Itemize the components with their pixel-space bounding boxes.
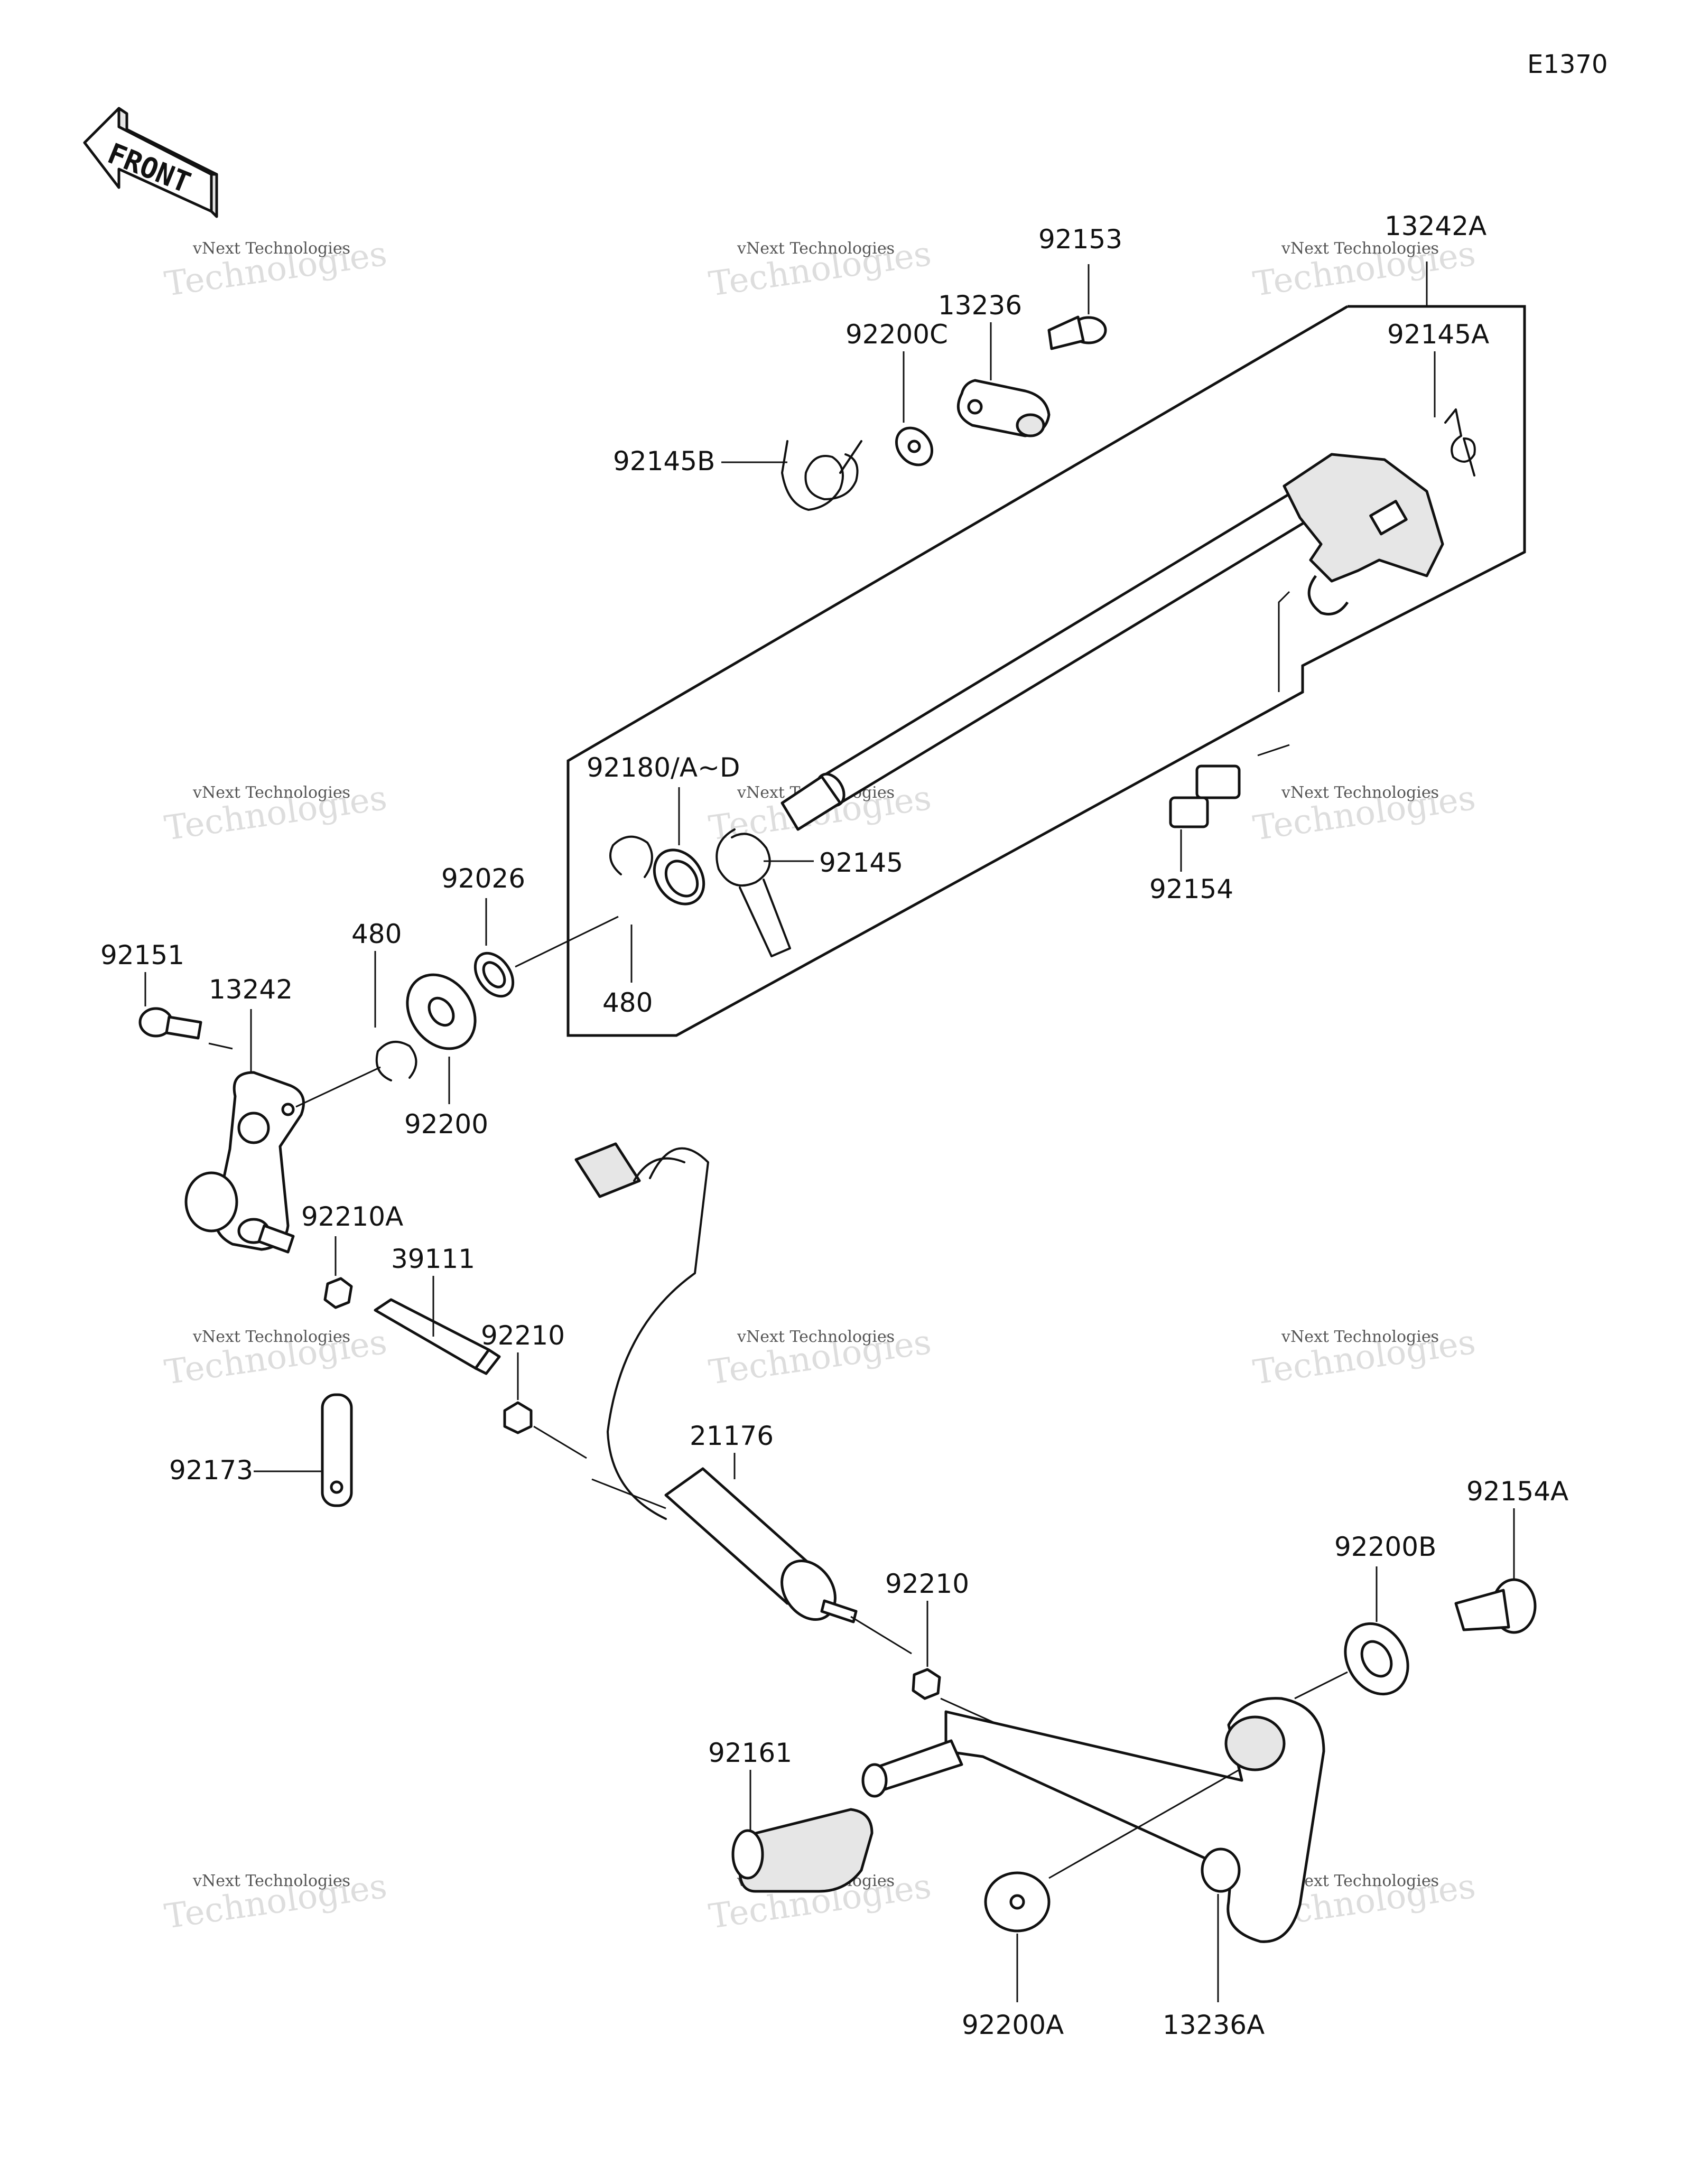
part-label: 92210	[885, 1569, 969, 1599]
part-label: 92145A	[1387, 319, 1489, 350]
rod-39111	[374, 1298, 501, 1375]
part-label: 92154	[1149, 874, 1233, 904]
part-label: 92180/A~D	[587, 752, 740, 783]
part-label: 92153	[1038, 224, 1122, 255]
part-label: 92161	[708, 1738, 792, 1768]
circlip-480-a	[609, 835, 653, 878]
part-label: 92200A	[962, 2010, 1064, 2040]
washer-92026	[473, 951, 515, 998]
part-label: 92173	[169, 1455, 253, 1486]
shift-sensor-21176	[574, 1142, 858, 1623]
diagram-code: E1370	[1527, 50, 1608, 79]
part-label: 92200B	[1334, 1532, 1436, 1562]
collar-92180	[653, 848, 705, 906]
part-label: 13242A	[1385, 211, 1486, 241]
watermark-small: vNext Technologies	[737, 1328, 895, 1346]
watermark-small: vNext Technologies	[192, 1328, 350, 1346]
washer-92200a	[984, 1871, 1051, 1933]
watermark-small: vNext Technologies	[737, 239, 895, 258]
shift-pedal-13236a	[861, 1697, 1325, 1943]
watermark-small: vNext Technologies	[192, 1872, 350, 1890]
watermark-small: vNext Technologies	[1281, 239, 1439, 258]
watermark-small: vNext Technologies	[1281, 783, 1439, 802]
spring-92145a	[1444, 408, 1476, 477]
part-label: 480	[351, 919, 402, 949]
washer-92200b	[1344, 1622, 1409, 1696]
bolt-92154a	[1454, 1578, 1537, 1634]
part-label: 13236A	[1163, 2010, 1265, 2040]
nut-92210a	[323, 1277, 353, 1309]
bolt-92153	[1047, 315, 1107, 350]
shift-shaft	[781, 453, 1444, 831]
watermarks: Technologies vNext Technologies Technolo…	[162, 235, 1478, 1937]
watermark-small: vNext Technologies	[1281, 1872, 1439, 1890]
spring-92145b	[781, 440, 862, 511]
part-label: 92210A	[301, 1201, 403, 1232]
part-label: 92200	[404, 1109, 488, 1140]
part-label: 13242	[209, 974, 293, 1005]
bracket-92173	[321, 1393, 353, 1507]
rubber-92161	[731, 1808, 874, 1893]
assembly-frame	[566, 305, 1526, 1037]
washer-92200c	[895, 426, 934, 466]
part-label: 480	[602, 987, 653, 1018]
part-label: 92145B	[613, 446, 715, 477]
watermark-small: vNext Technologies	[192, 239, 350, 258]
part-label: 92151	[100, 940, 184, 970]
watermark-small: vNext Technologies	[192, 783, 350, 802]
part-label: 92145	[819, 847, 903, 878]
pin-92154	[1169, 764, 1241, 828]
nut-92210-lower	[912, 1668, 941, 1700]
part-label: 21176	[690, 1421, 774, 1451]
nut-92210-upper	[503, 1401, 533, 1434]
bolt-92210a	[237, 1218, 295, 1254]
part-label: 92210	[481, 1320, 565, 1351]
plate-13236	[956, 379, 1051, 437]
shift-arm-13242	[184, 1071, 305, 1251]
leader-lines	[144, 262, 1515, 2002]
circlip-480-b	[375, 1041, 417, 1081]
part-label: 92154A	[1466, 1476, 1568, 1507]
bolt-92151	[138, 1007, 202, 1040]
front-arrow-icon: FRONT	[83, 107, 218, 218]
part-label: 13236	[938, 290, 1022, 321]
watermark-small: vNext Technologies	[1281, 1328, 1439, 1346]
part-label: 39111	[391, 1244, 475, 1274]
washer-92200	[406, 973, 477, 1050]
part-label: 92200C	[846, 319, 948, 350]
part-labels: 13242A 92153 13236 92200C 92145A 92145B …	[100, 211, 1568, 2040]
part-label: 92026	[441, 863, 525, 894]
spring-92145	[716, 828, 791, 957]
